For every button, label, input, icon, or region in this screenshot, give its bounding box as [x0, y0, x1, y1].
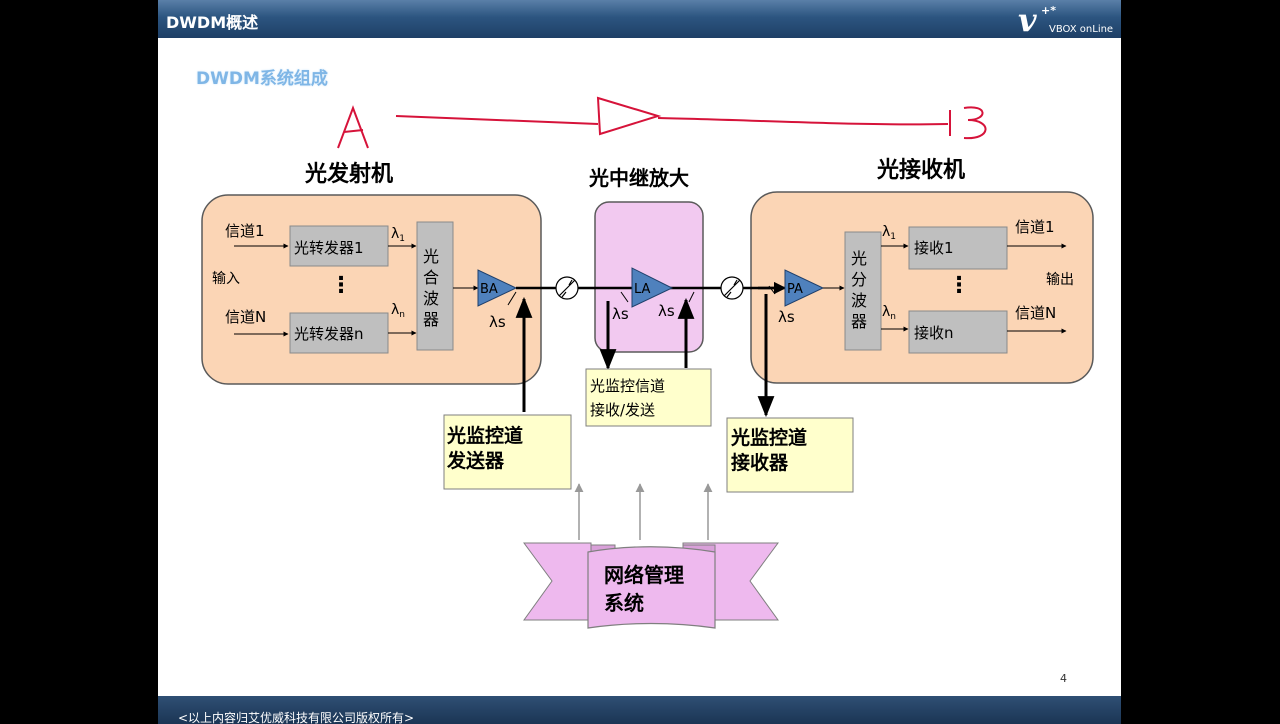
nms-line1: 网络管理 — [604, 563, 684, 587]
mux-label-4: 器 — [423, 310, 439, 329]
nms-banner: 网络管理 系统 — [523, 542, 779, 629]
handwritten-annotation: A B — [328, 96, 987, 153]
la-lambda-s-right: λs — [658, 302, 675, 320]
osc-transmitter-box — [443, 414, 572, 490]
slide: DWDM概述 v +* VBOX onLine DWDM系统组成 B --> A — [158, 0, 1121, 724]
demux-label-4: 器 — [851, 312, 867, 331]
la-lambda-s-left: λs — [612, 305, 629, 323]
osc-rep-line2: 接收/发送 — [590, 401, 655, 419]
dwdm-system-diagram: B --> A B 光发射机 光中继放大 光接收机 信道1 输入 信道N 光转发… — [201, 96, 1094, 629]
osc-receiver-box — [726, 417, 854, 493]
rx-lambda1: λ1 — [882, 224, 896, 242]
annotation-a: A — [328, 150, 330, 153]
vbox-logo-icon: v — [1018, 1, 1037, 39]
footer-copyright: <以上内容归艾优威科技有限公司版权所有> — [178, 711, 415, 724]
tx-lambda1: λ1 — [391, 226, 405, 244]
rx-lambda-s: λs — [778, 308, 795, 326]
fiber-span-icon — [720, 276, 744, 300]
demux-label-2: 分 — [851, 270, 867, 289]
logo-stars-icon: +* — [1041, 4, 1056, 17]
tx-lambdan: λn — [391, 302, 405, 320]
section-title: DWDM系统组成 — [196, 69, 328, 89]
osc-tx-line2: 发送器 — [446, 449, 505, 472]
rxn-box — [908, 310, 1008, 354]
repeater-title: 光中继放大 — [588, 166, 689, 190]
mux-label-3: 波 — [423, 289, 439, 308]
demux-label-1: 光 — [851, 249, 867, 268]
transmitter-title: 光发射机 — [304, 161, 393, 187]
pa-amplifier-icon — [784, 269, 825, 307]
rx-output-label: 输出 — [1046, 272, 1074, 288]
tx-dots: ⋮ — [330, 273, 352, 298]
rx-lambdan: λn — [882, 304, 896, 322]
mux-box — [416, 221, 454, 351]
page-number: 4 — [1060, 672, 1067, 685]
tx-input-label: 输入 — [212, 271, 240, 287]
osc-repeater-box — [585, 368, 712, 427]
rx1-label: 接收1 — [914, 239, 954, 257]
demux-box — [844, 231, 882, 351]
rx-dots: ⋮ — [948, 273, 970, 298]
rx-channel1-label: 信道1 — [1015, 218, 1055, 236]
slide-header: DWDM概述 v +* VBOX onLine — [158, 0, 1121, 38]
otun-label: 光转发器n — [294, 325, 364, 343]
logo-text: VBOX onLine — [1049, 24, 1114, 35]
header-title: DWDM概述 — [166, 13, 259, 32]
transmitter-panel — [201, 194, 542, 385]
tx-lambda-s: λs — [489, 313, 506, 331]
rxn-label: 接收n — [914, 324, 954, 342]
demux-label-3: 波 — [851, 291, 867, 310]
ba-amplifier-icon — [477, 269, 518, 307]
receiver-title: 光接收机 — [876, 157, 965, 183]
la-amplifier-icon — [631, 267, 674, 308]
osc-rep-line1: 光监控信道 — [590, 377, 665, 395]
osc-rx-line1: 光监控道 — [730, 426, 807, 449]
otu1-label: 光转发器1 — [294, 239, 364, 257]
pa-label: PA — [787, 282, 803, 297]
la-label: LA — [634, 282, 651, 297]
osc-tx-line1: 光监控道 — [446, 424, 523, 447]
ba-label: BA — [480, 282, 498, 297]
slide-footer: <以上内容归艾优威科技有限公司版权所有> — [158, 696, 1121, 724]
rx1-box — [908, 226, 1008, 270]
nms-line2: 系统 — [604, 591, 644, 615]
tx-channeln-label: 信道N — [225, 308, 266, 326]
rx-channeln-label: 信道N — [1015, 304, 1056, 322]
tx-channel1-label: 信道1 — [225, 222, 265, 240]
annotation-b: B — [958, 151, 960, 153]
osc-rx-line2: 接收器 — [731, 451, 789, 474]
mux-label-1: 光 — [423, 247, 439, 266]
fiber-span-icon — [555, 276, 579, 300]
mux-label-2: 合 — [423, 268, 439, 287]
